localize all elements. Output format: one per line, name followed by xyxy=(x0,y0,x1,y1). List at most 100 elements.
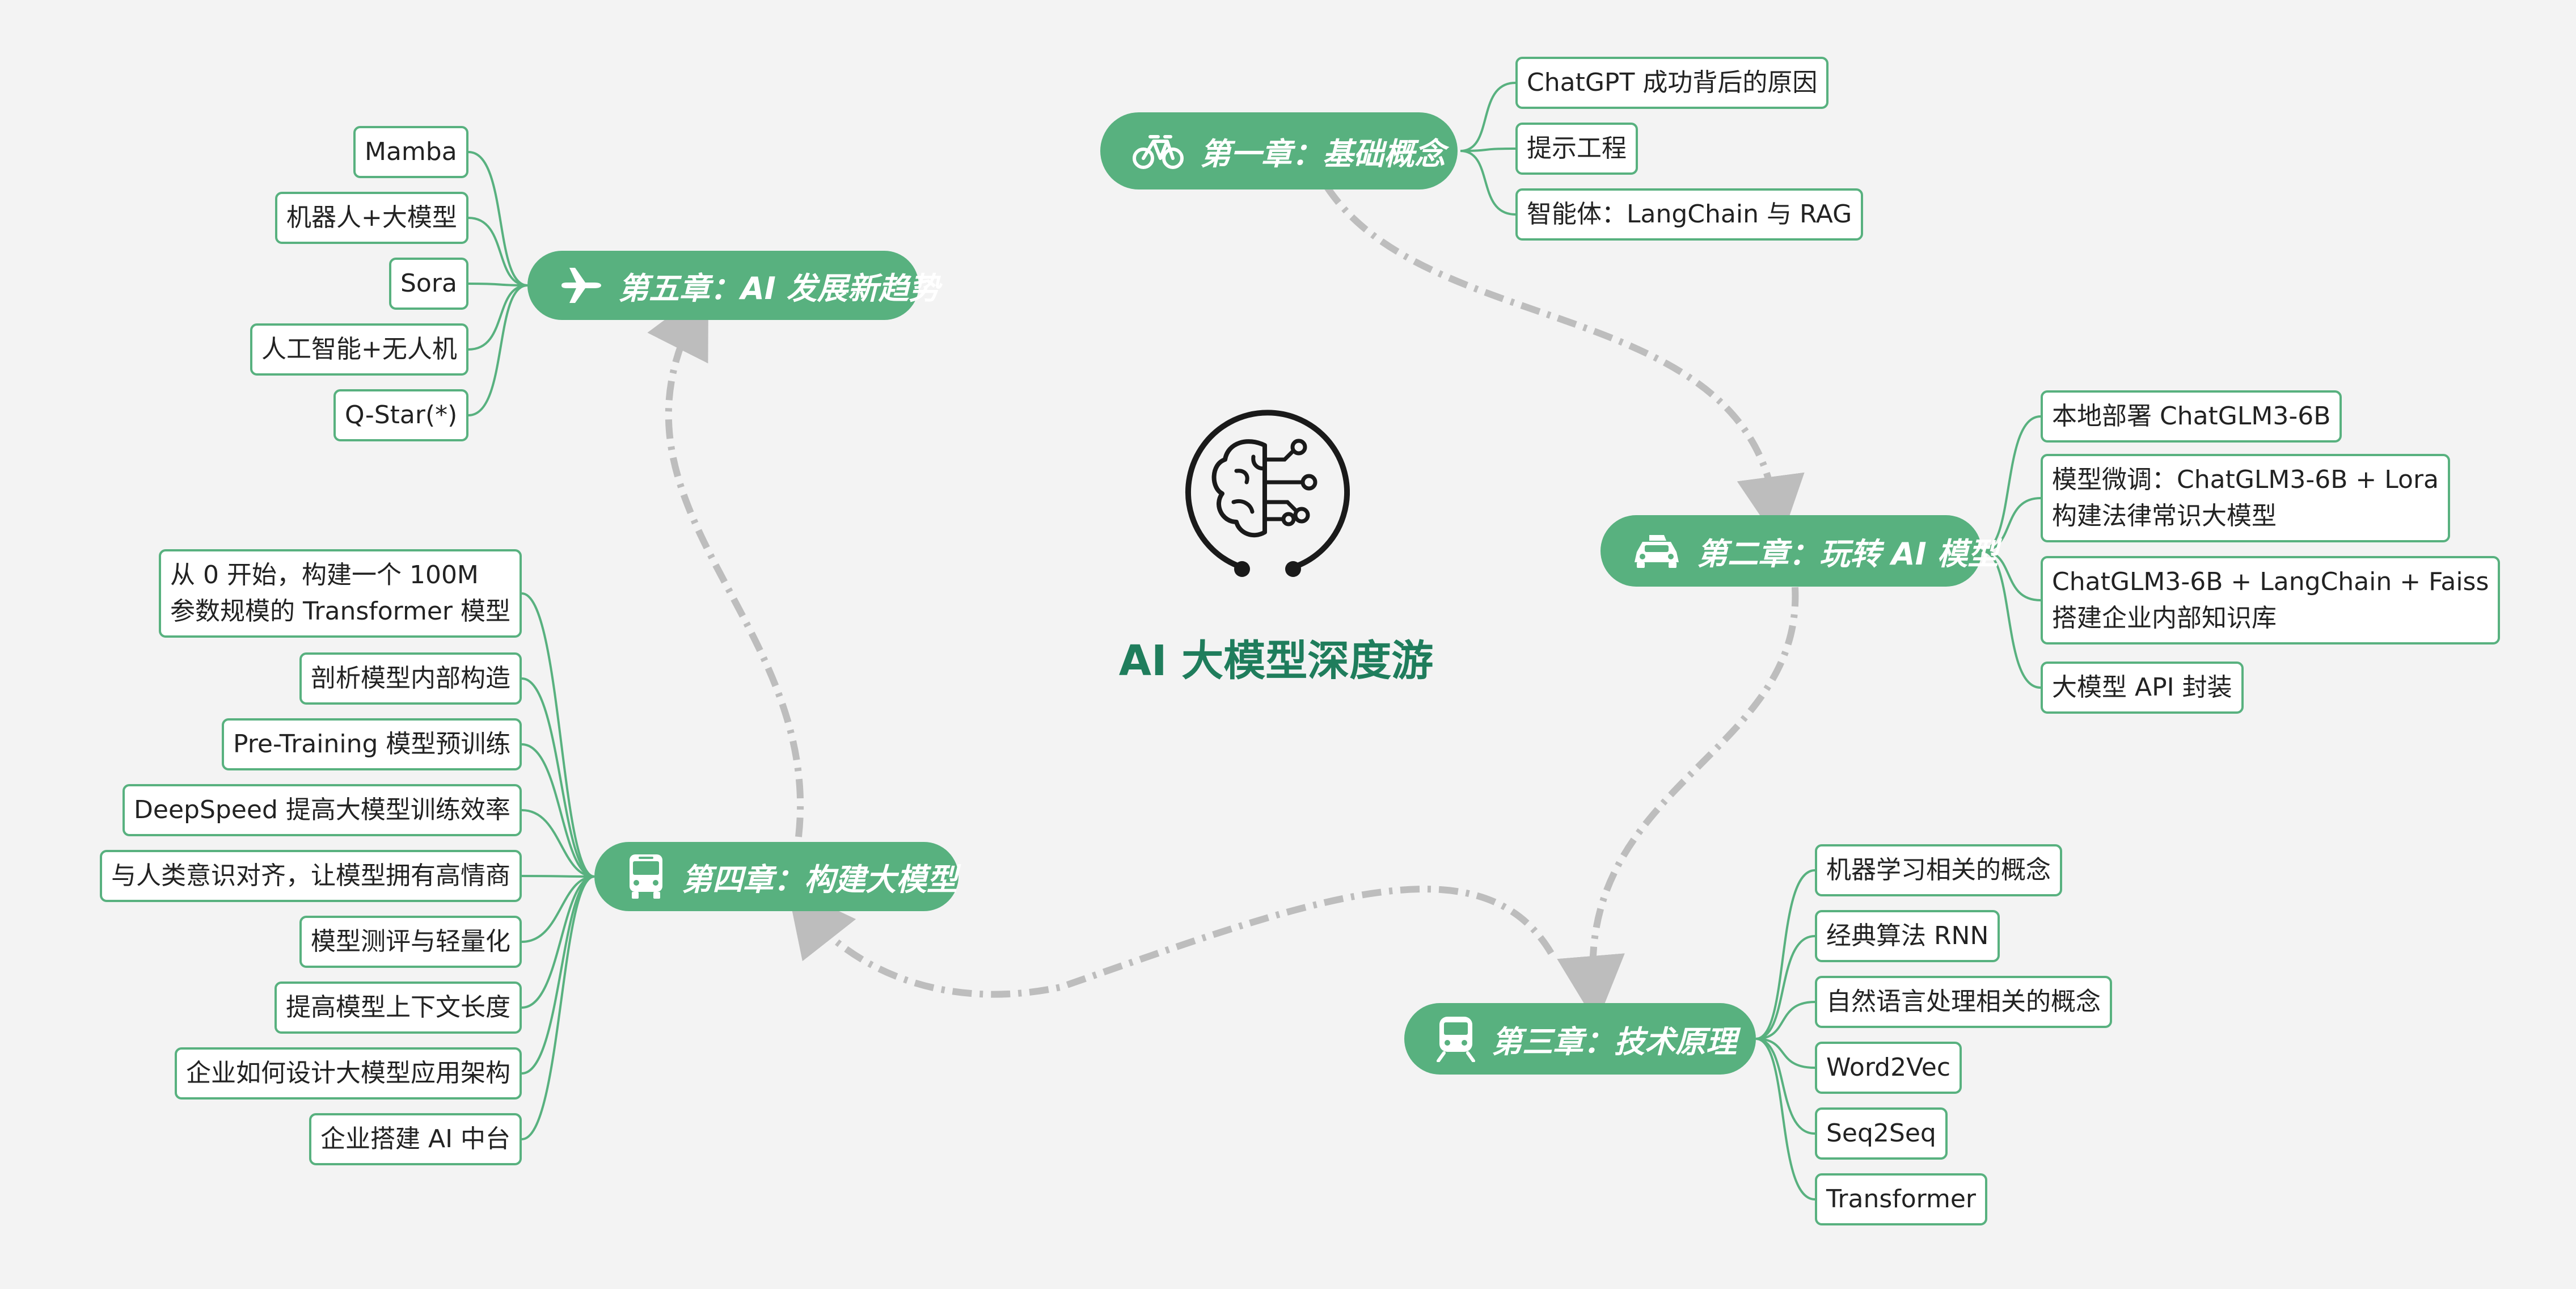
topic-node[interactable]: 模型微调：ChatGLM3-6B + Lora 构建法律常识大模型 xyxy=(2041,454,2450,542)
topic-node[interactable]: 机器学习相关的概念 xyxy=(1815,844,2062,896)
topic-connector xyxy=(521,875,595,943)
topic-label: Pre-Training 模型预训练 xyxy=(233,730,511,759)
topic-node[interactable]: Mamba xyxy=(353,126,468,178)
topic-label: 模型微调：ChatGLM3-6B + Lora xyxy=(2052,465,2439,494)
topic-connector xyxy=(1755,1038,1815,1069)
topic-connector xyxy=(521,809,595,878)
topic-label: ChatGPT 成功背后的原因 xyxy=(1527,68,1818,97)
topic-connector xyxy=(521,875,595,1075)
topic-node[interactable]: 本地部署 ChatGLM3-6B xyxy=(2041,390,2342,443)
topic-connector xyxy=(1755,1038,1815,1200)
flow-arrow-ch4-ch5 xyxy=(647,287,804,837)
chapter-1-title: 第一章：基础概念 xyxy=(1200,136,1445,172)
flow-arrows xyxy=(647,185,1805,1024)
topic-connector xyxy=(1981,550,2041,689)
topic-node[interactable]: Sora xyxy=(389,258,468,310)
topic-connector xyxy=(1755,935,1815,1040)
chapter-2-title: 第二章：玩转 AI 模型 xyxy=(1697,536,1999,572)
topic-node[interactable]: Pre-Training 模型预训练 xyxy=(222,718,522,770)
topic-node[interactable]: 提示工程 xyxy=(1515,123,1638,175)
chapter-4-branch[interactable]: 第四章：构建大模型 xyxy=(594,842,958,911)
topic-label: 从 0 开始，构建一个 100M xyxy=(170,561,479,589)
topic-connector xyxy=(521,677,595,878)
topic-label: Word2Vec xyxy=(1826,1053,1951,1082)
topic-connector xyxy=(521,875,595,1140)
topic-connector xyxy=(1755,1001,1815,1040)
topic-node[interactable]: Word2Vec xyxy=(1815,1042,1962,1094)
topic-label: 构建法律常识大模型 xyxy=(2052,501,2277,530)
center-title: AI 大模型深度游 xyxy=(1118,637,1434,685)
topic-label: 剖析模型内部构造 xyxy=(311,664,510,693)
flow-arrow-ch1-ch2 xyxy=(1324,185,1805,545)
topic-node[interactable]: Transformer xyxy=(1815,1173,1988,1225)
topic-label: 自然语言处理相关的概念 xyxy=(1826,987,2101,1016)
topic-node[interactable]: Q-Star(*) xyxy=(333,389,469,441)
topic-label: 大模型 API 封装 xyxy=(2052,673,2232,702)
chapter-3-branch[interactable]: 第三章：技术原理 xyxy=(1404,1003,1756,1075)
topic-label: 智能体：LangChain 与 RAG xyxy=(1527,200,1852,229)
topic-label: 模型测评与轻量化 xyxy=(311,927,510,956)
topic-label: 参数规模的 Transformer 模型 xyxy=(170,596,510,626)
topic-connector xyxy=(521,743,595,878)
train-icon xyxy=(1437,1017,1475,1062)
topic-label: 企业如何设计大模型应用架构 xyxy=(186,1059,510,1088)
topic-label: Seq2Seq xyxy=(1826,1119,1936,1148)
topic-label: 企业搭建 AI 中台 xyxy=(320,1124,511,1153)
chapter-4-title: 第四章：构建大模型 xyxy=(682,861,957,898)
topic-connector xyxy=(1981,497,2041,552)
topic-label: Sora xyxy=(400,269,457,298)
topic-label: 机器人+大模型 xyxy=(286,203,457,232)
flow-arrow-ch3-ch4 xyxy=(787,886,1555,998)
topic-connector xyxy=(468,283,528,287)
topic-connector xyxy=(1755,869,1815,1040)
topic-label: Mamba xyxy=(365,137,457,166)
topic-connector xyxy=(1460,82,1516,152)
topic-connector xyxy=(468,284,528,416)
topic-node[interactable]: 机器人+大模型 xyxy=(275,192,468,244)
topic-node[interactable]: 模型测评与轻量化 xyxy=(299,916,522,968)
topic-node[interactable]: 大模型 API 封装 xyxy=(2041,662,2244,714)
topic-node[interactable]: 自然语言处理相关的概念 xyxy=(1815,976,2112,1028)
topic-connector xyxy=(1460,150,1516,216)
topic-node[interactable]: 提高模型上下文长度 xyxy=(275,982,522,1034)
bus-icon xyxy=(630,854,662,899)
topic-node[interactable]: ChatGPT 成功背后的原因 xyxy=(1515,57,1829,109)
topic-connector xyxy=(468,151,528,287)
topic-label: DeepSpeed 提高大模型训练效率 xyxy=(134,795,510,824)
topic-node[interactable]: 智能体：LangChain 与 RAG xyxy=(1515,188,1864,241)
topic-connector xyxy=(521,875,595,878)
topic-connector xyxy=(1755,1038,1815,1135)
chapter-1-branch[interactable]: 第一章：基础概念 xyxy=(1100,112,1458,189)
topic-node[interactable]: 与人类意识对齐，让模型拥有高情商 xyxy=(100,850,522,902)
chapter-5-branch[interactable]: 第五章：AI 发展新趋势 xyxy=(527,251,940,320)
topic-connector xyxy=(521,592,595,878)
topic-connector xyxy=(1981,415,2041,552)
topic-connector xyxy=(468,217,528,287)
topic-label: 提示工程 xyxy=(1527,134,1627,163)
topic-node[interactable]: 企业搭建 AI 中台 xyxy=(309,1113,522,1165)
topic-label: Q-Star(*) xyxy=(345,401,458,429)
topic-node[interactable]: DeepSpeed 提高大模型训练效率 xyxy=(123,784,522,836)
topic-label: ChatGLM3-6B + LangChain + Faiss xyxy=(2052,567,2489,596)
topic-label: 经典算法 RNN xyxy=(1826,921,1989,950)
airplane-icon xyxy=(561,268,601,303)
topic-connector xyxy=(1981,550,2041,601)
chapter-5-title: 第五章：AI 发展新趋势 xyxy=(618,270,940,306)
chapter-2-branch[interactable]: 第二章：玩转 AI 模型 xyxy=(1601,515,1998,587)
topic-node[interactable]: 企业如何设计大模型应用架构 xyxy=(175,1047,522,1100)
topic-label: 本地部署 ChatGLM3-6B xyxy=(2052,402,2331,431)
flow-arrow-ch2-ch3 xyxy=(1557,587,1799,1024)
topic-connector xyxy=(521,875,595,1009)
topic-label: 提高模型上下文长度 xyxy=(286,993,510,1022)
branch-connectors xyxy=(468,82,2041,1200)
topic-node[interactable]: 人工智能+无人机 xyxy=(250,323,468,376)
topic-node[interactable]: 经典算法 RNN xyxy=(1815,910,2000,962)
topic-connector xyxy=(468,284,528,351)
topic-node[interactable]: Seq2Seq xyxy=(1815,1107,1948,1160)
topic-node[interactable]: 剖析模型内部构造 xyxy=(299,652,522,705)
topic-node[interactable]: 从 0 开始，构建一个 100M 参数规模的 Transformer 模型 xyxy=(159,549,522,638)
chapter-3-title: 第三章：技术原理 xyxy=(1492,1023,1737,1060)
